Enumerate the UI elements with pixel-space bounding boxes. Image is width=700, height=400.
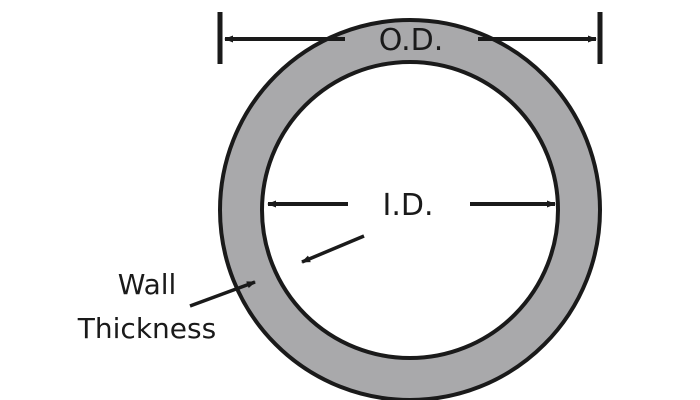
wall-inner-pointer — [301, 234, 365, 264]
od-label: O.D. — [379, 23, 444, 58]
wall-label-line2: Thickness — [77, 312, 216, 345]
id-label: I.D. — [382, 188, 433, 223]
tube-inner-bore — [260, 60, 560, 360]
wall-outer-pointer — [189, 280, 256, 308]
wall-label-line1: Wall — [118, 268, 177, 301]
